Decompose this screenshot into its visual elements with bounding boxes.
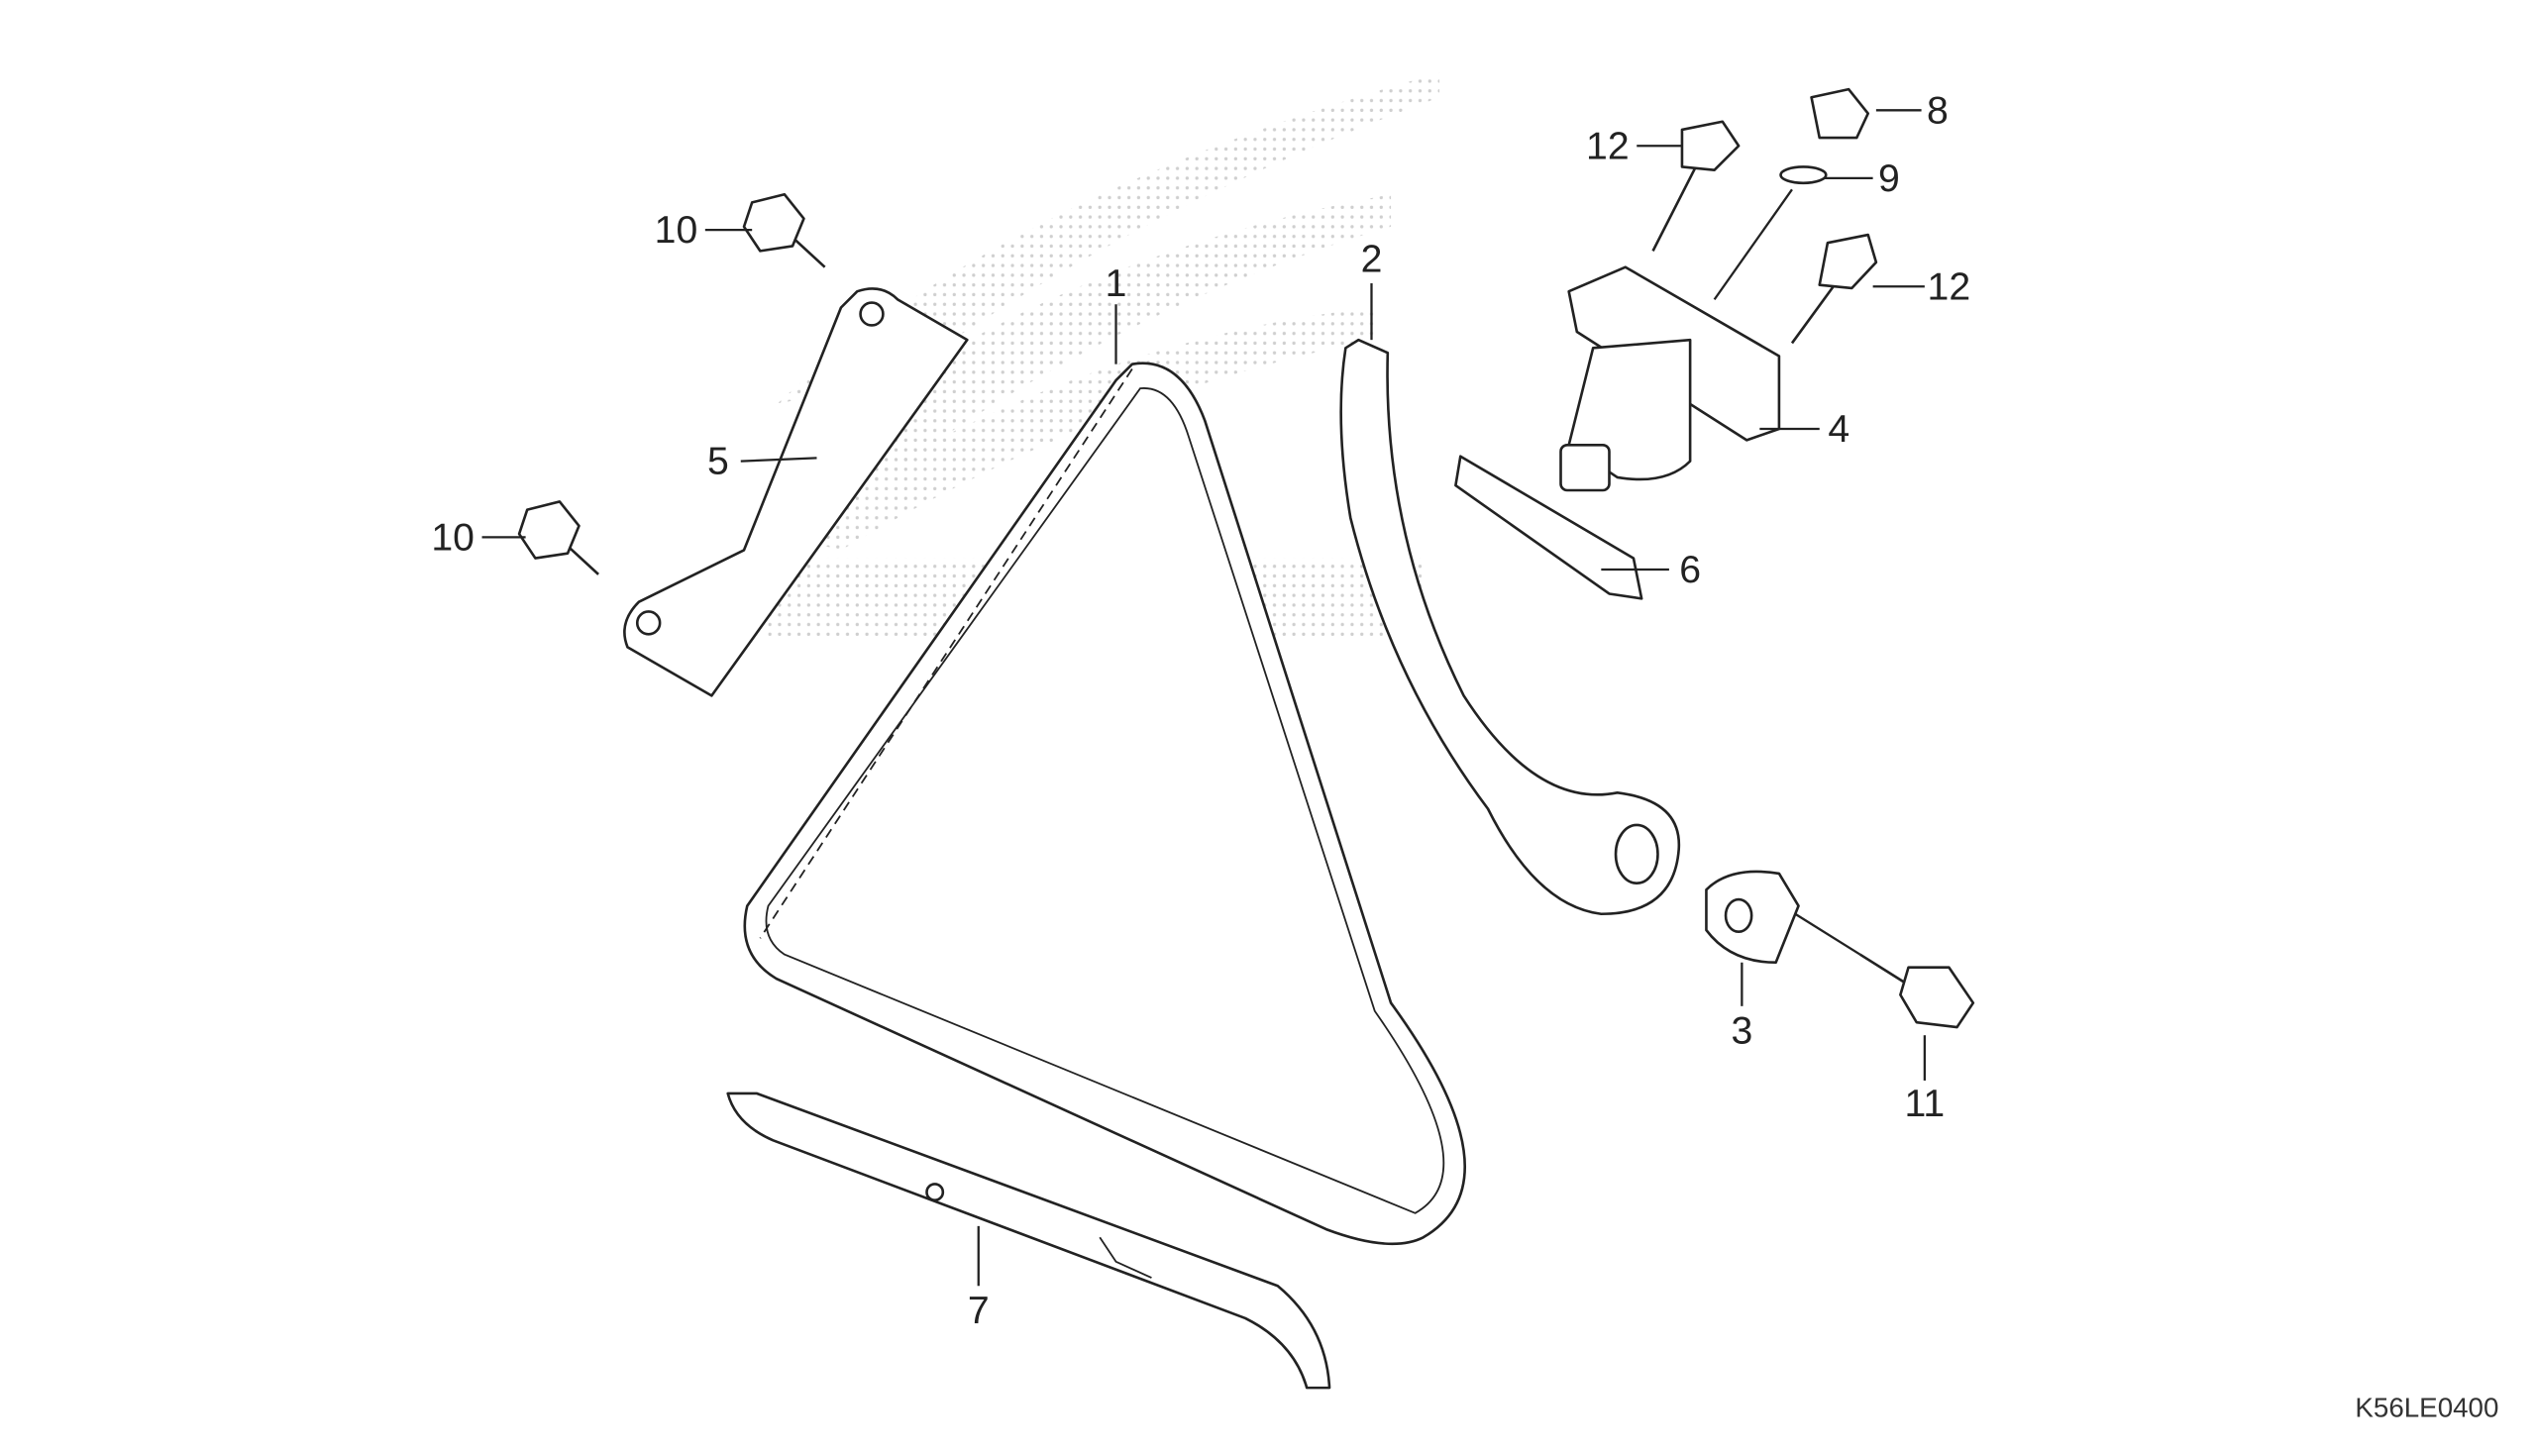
callout-10-upper[interactable]: 10 bbox=[655, 209, 698, 252]
collar bbox=[1705, 870, 1800, 965]
bolt-upper bbox=[742, 192, 826, 268]
callout-2[interactable]: 2 bbox=[1361, 239, 1383, 281]
callout-6[interactable]: 6 bbox=[1679, 549, 1701, 591]
callout-12-right[interactable]: 12 bbox=[1928, 265, 1971, 308]
callout-3[interactable]: 3 bbox=[1731, 1009, 1752, 1052]
sealing-bolt bbox=[1810, 87, 1870, 140]
chain-guide-plate bbox=[623, 287, 969, 697]
lifter-bolt-left bbox=[1651, 120, 1741, 252]
pivot-bolt bbox=[1858, 953, 1975, 1029]
callout-9[interactable]: 9 bbox=[1878, 157, 1900, 200]
callout-1[interactable]: 1 bbox=[1106, 262, 1127, 305]
tensioner-arm bbox=[1339, 338, 1681, 916]
callout-10-lower[interactable]: 10 bbox=[431, 516, 475, 559]
o-ring bbox=[1779, 165, 1828, 185]
tensioner-lifter bbox=[1559, 265, 1781, 492]
lifter-bolt-right bbox=[1790, 233, 1878, 345]
gasket bbox=[1454, 455, 1643, 600]
chain-guide bbox=[726, 1092, 1331, 1390]
callout-11[interactable]: 11 bbox=[1905, 1083, 1946, 1125]
cam-chain bbox=[743, 362, 1466, 1246]
leader-lines bbox=[481, 109, 1927, 1287]
callout-5[interactable]: 5 bbox=[707, 441, 729, 483]
callout-12-left[interactable]: 12 bbox=[1586, 125, 1630, 167]
diagram-code: K56LE0400 bbox=[2355, 1393, 2498, 1423]
callout-8[interactable]: 8 bbox=[1927, 89, 1949, 132]
bolt-lower bbox=[517, 500, 599, 575]
callout-7[interactable]: 7 bbox=[968, 1290, 990, 1332]
callout-4[interactable]: 4 bbox=[1828, 408, 1849, 451]
